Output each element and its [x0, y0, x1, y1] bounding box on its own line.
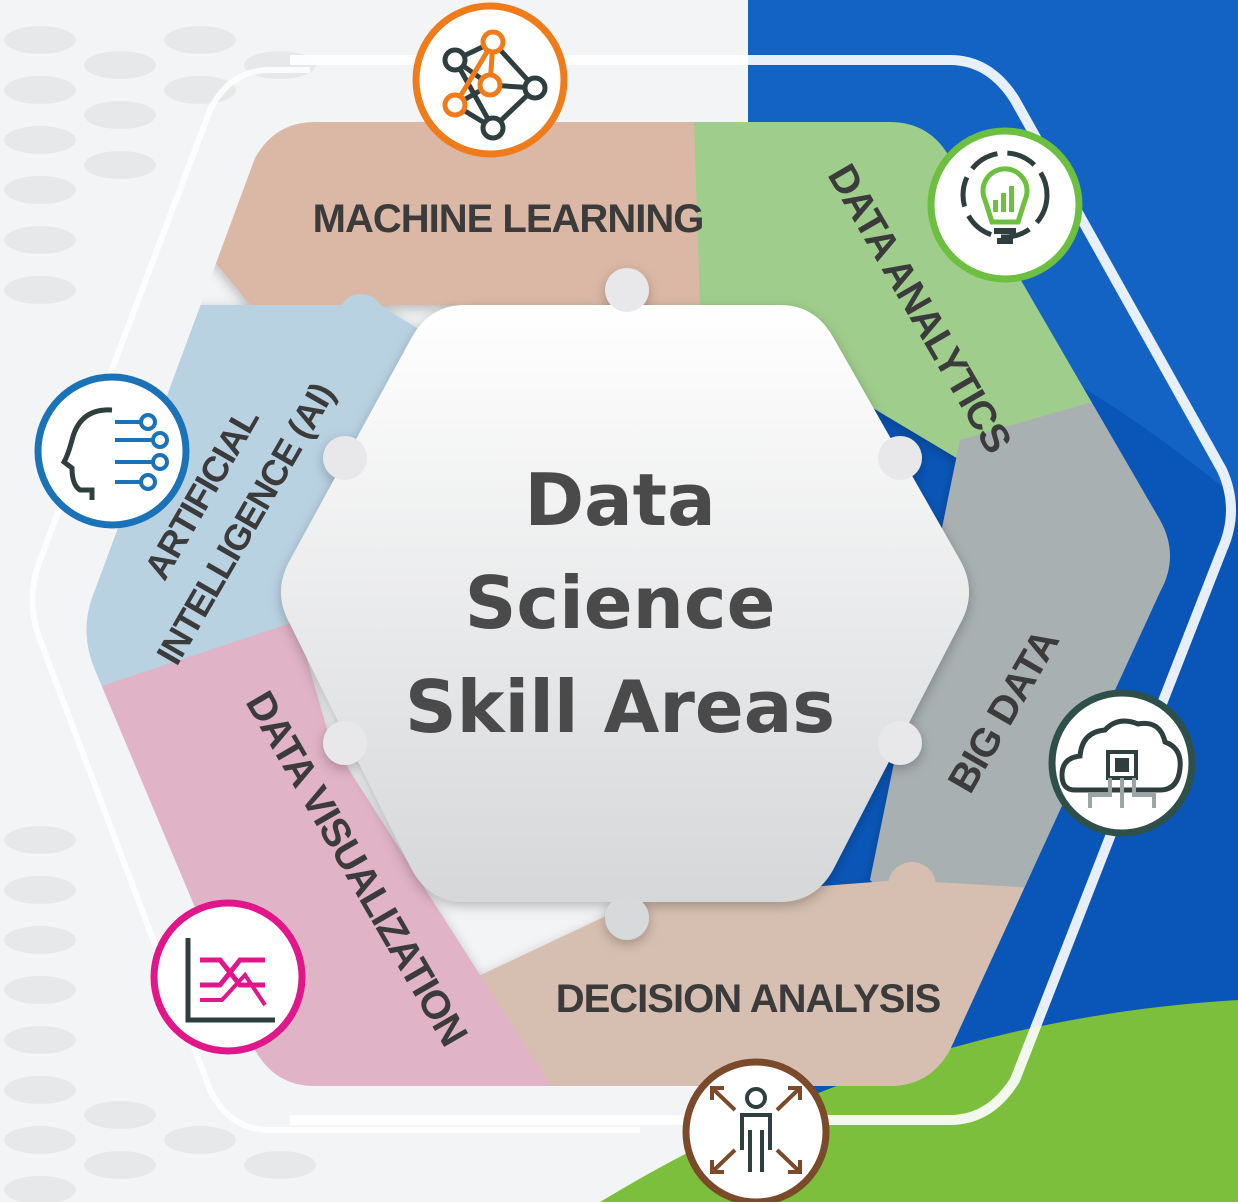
center-title-line-2: Science [465, 561, 776, 645]
neural-network-icon [412, 2, 568, 158]
label-machine-learning: MACHINE LEARNING [313, 197, 704, 241]
center-title-line-3: Skill Areas [405, 665, 835, 749]
label-decision-analysis: DECISION ANALYSIS [556, 977, 941, 1021]
person-arrows-icon [682, 1058, 830, 1202]
cloud-chip-icon [1048, 689, 1196, 837]
puzzle-knobs [226, 189, 1042, 910]
line-chart-icon [150, 899, 306, 1055]
head-circuit-icon [34, 373, 190, 529]
lightbulb-chart-icon [927, 127, 1083, 283]
center-hexagon [281, 268, 969, 940]
center-title-line-1: Data [524, 458, 715, 542]
